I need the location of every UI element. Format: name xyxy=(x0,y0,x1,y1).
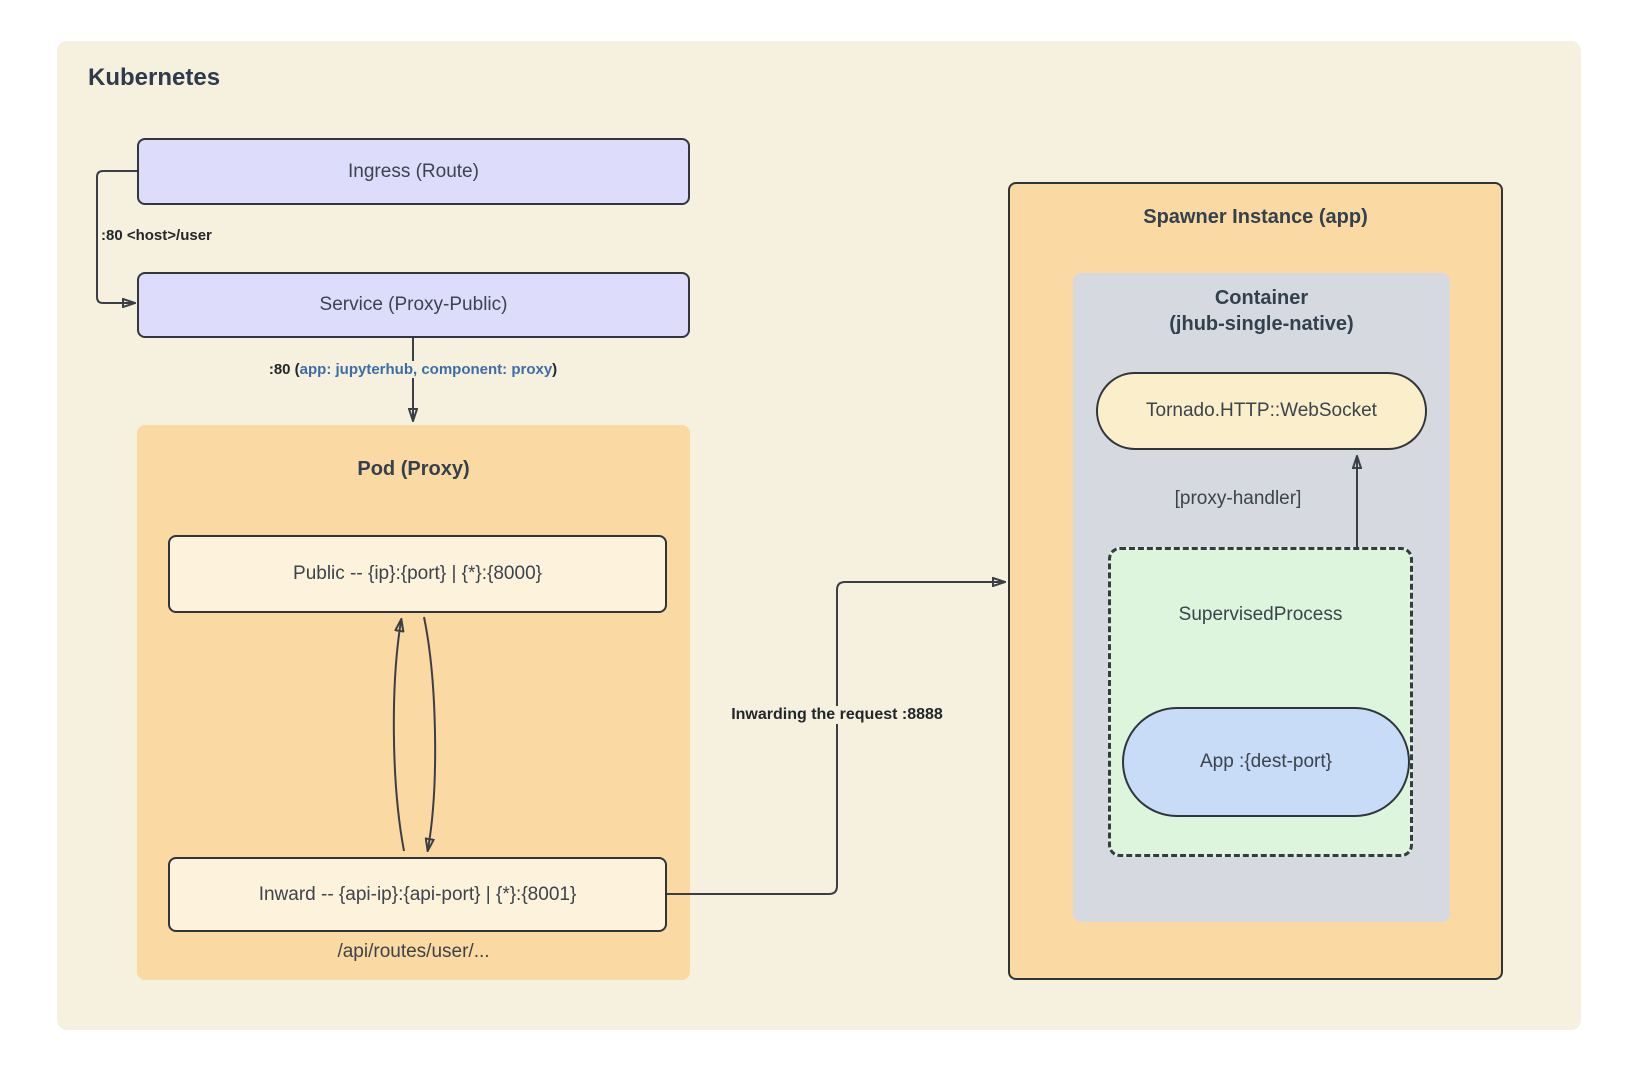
app-label: App :{dest-port} xyxy=(1199,751,1333,772)
container-title-line1: Container xyxy=(1214,287,1309,309)
service-label: Service (Proxy-Public) xyxy=(319,294,508,315)
service-node: Service (Proxy-Public) xyxy=(137,272,690,338)
pod-title: Pod (Proxy) xyxy=(357,458,470,480)
proxy-handler-label: [proxy-handler] xyxy=(1174,488,1302,509)
public-label: Public -- {ip}:{port} | {*}:{8000} xyxy=(293,563,542,584)
supervised-process-label: SupervisedProcess xyxy=(1178,604,1343,625)
ingress-node: Ingress (Route) xyxy=(137,138,690,205)
container-title: Container (jhub-single-native) xyxy=(1073,285,1450,337)
ingress-label: Ingress (Route) xyxy=(348,160,479,182)
selector-text: app: jupyterhub, component: proxy xyxy=(299,361,553,378)
selector-prefix: :80 ( xyxy=(268,361,300,378)
websocket-label: Tornado.HTTP::WebSocket xyxy=(1146,400,1377,421)
public-node: Public -- {ip}:{port} | {*}:{8000} xyxy=(168,535,667,613)
routes-note: /api/routes/user/... xyxy=(337,941,490,962)
edge-label-inwarding-request: Inwarding the request :8888 xyxy=(727,706,947,724)
app-node: App :{dest-port} xyxy=(1122,707,1410,817)
spawner-title: Spawner Instance (app) xyxy=(1143,206,1368,228)
container-title-line2: (jhub-single-native) xyxy=(1169,313,1354,335)
inward-node: Inward -- {api-ip}:{api-port} | {*}:{800… xyxy=(168,857,667,932)
edge-label-service-selector: :80 (app: jupyterhub, component: proxy) xyxy=(265,361,561,378)
edge-label-host-user: :80 <host>/user xyxy=(101,227,212,244)
inward-label: Inward -- {api-ip}:{api-port} | {*}:{800… xyxy=(258,883,577,905)
kubernetes-title: Kubernetes xyxy=(88,64,221,91)
websocket-node: Tornado.HTTP::WebSocket xyxy=(1096,372,1427,450)
selector-suffix: ) xyxy=(552,361,558,378)
